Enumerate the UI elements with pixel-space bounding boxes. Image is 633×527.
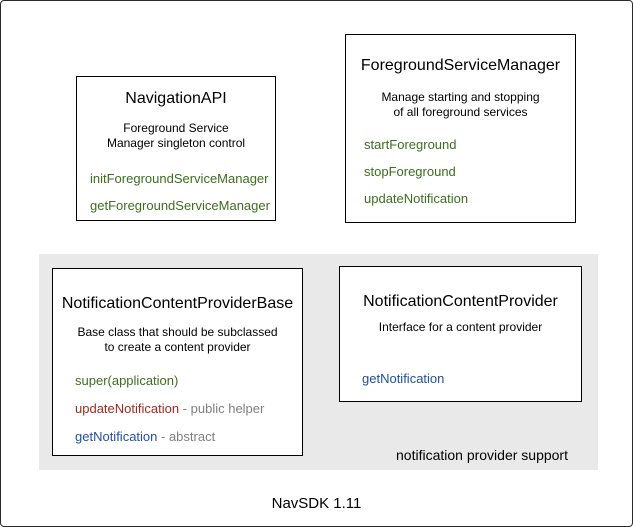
description-line: to create a content provider [104, 340, 251, 354]
method-stop-foreground: stopForeground [364, 164, 456, 179]
method-get-notification: getNotification - abstract [75, 423, 302, 451]
method-list: getNotification [340, 365, 581, 393]
method-name: super(application) [75, 373, 179, 388]
method-get-notification: getNotification [362, 371, 445, 386]
description-line: Base class that should be subclassed [77, 325, 278, 339]
class-box-navigation-api: NavigationAPI Foreground Service Manager… [76, 76, 276, 221]
class-description-navigation-api: Foreground Service Manager singleton con… [77, 121, 275, 151]
method-name: getNotification [75, 429, 158, 444]
class-description-notification-content-provider: Interface for a content provider [340, 320, 581, 335]
footer-version-label: NavSDK 1.11 [271, 495, 362, 512]
method-list: super(application) updateNotification - … [53, 367, 302, 451]
description-line: Interface for a content provider [378, 320, 543, 334]
method-list: initForegroundServiceManager getForegrou… [77, 165, 275, 219]
class-description-foreground-service-manager: Manage starting and stopping of all fore… [346, 90, 575, 120]
method-name: updateNotification [75, 401, 180, 416]
method-update-notification: updateNotification [364, 191, 469, 206]
description-line: Manager singleton control [106, 136, 246, 150]
method-start-foreground: startForeground [364, 137, 457, 152]
class-title-notification-content-provider-base: NotificationContentProviderBase [61, 295, 294, 312]
method-super-application: super(application) [75, 367, 302, 395]
description-line: Manage starting and stopping [381, 90, 540, 104]
class-box-notification-content-provider-base: NotificationContentProviderBase Base cla… [52, 268, 303, 456]
class-title-foreground-service-manager: ForegroundServiceManager [360, 57, 561, 74]
class-description-notification-content-provider-base: Base class that should be subclassed to … [53, 325, 302, 355]
description-line: Foreground Service [123, 121, 229, 135]
method-get-foreground-service-manager: getForegroundServiceManager [90, 198, 270, 213]
method-update-notification: updateNotification - public helper [75, 395, 302, 423]
description-line: of all foreground services [393, 105, 528, 119]
panel-label: notification provider support [396, 447, 568, 463]
class-title-navigation-api: NavigationAPI [125, 90, 227, 107]
method-suffix: - abstract [157, 429, 216, 444]
class-box-foreground-service-manager: ForegroundServiceManager Manage starting… [345, 34, 576, 223]
class-box-notification-content-provider: NotificationContentProvider Interface fo… [339, 266, 582, 402]
method-list: startForeground stopForeground updateNot… [346, 131, 575, 212]
class-title-notification-content-provider: NotificationContentProvider [363, 293, 558, 310]
method-suffix: - public helper [179, 401, 265, 416]
method-init-foreground-service-manager: initForegroundServiceManager [90, 171, 269, 186]
